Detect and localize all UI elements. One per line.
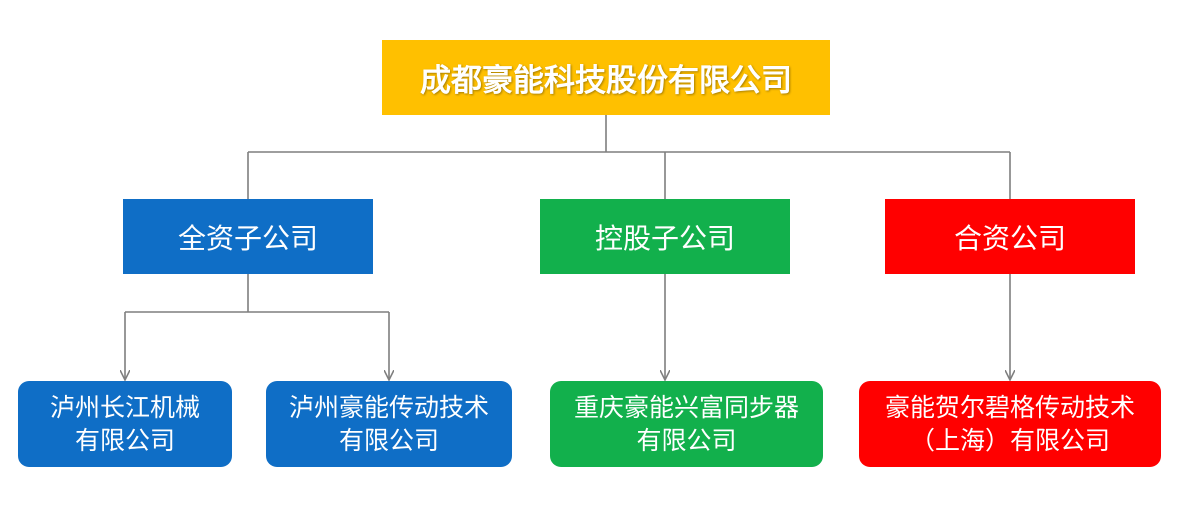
subsidiary-luzhou-haoneng-box: 泸州豪能传动技术 有限公司 (266, 381, 512, 467)
category-joint-venture-box: 合资公司 (885, 199, 1135, 274)
subsidiary-name-line2: 有限公司 (636, 426, 737, 455)
subsidiary-name-line2: 有限公司 (338, 426, 439, 455)
subsidiary-name-line1: 泸州豪能传动技术 (288, 392, 489, 422)
subsidiary-name-line1: 豪能贺尔碧格传动技术 (884, 392, 1135, 422)
category-joint-venture-label: 合资公司 (953, 221, 1066, 255)
subsidiary-chongqing-box: 重庆豪能兴富同步器 有限公司 (550, 381, 823, 467)
subsidiary-name-line2: 有限公司 (74, 426, 175, 455)
category-holding-label: 控股子公司 (594, 221, 735, 255)
subsidiary-name-line2: （上海）有限公司 (909, 426, 1110, 455)
root-company-box: 成都豪能科技股份有限公司 (382, 40, 830, 115)
subsidiary-shanghai-box: 豪能贺尔碧格传动技术 （上海）有限公司 (859, 381, 1161, 467)
subsidiary-name-line1: 重庆豪能兴富同步器 (573, 392, 799, 422)
root-company-label: 成都豪能科技股份有限公司 (420, 63, 792, 99)
category-wholly-owned-label: 全资子公司 (177, 221, 318, 255)
category-wholly-owned-box: 全资子公司 (123, 199, 373, 274)
subsidiary-name-line1: 泸州长江机械 (49, 392, 200, 422)
subsidiary-luzhou-changjiang-box: 泸州长江机械 有限公司 (18, 381, 232, 467)
category-holding-box: 控股子公司 (540, 199, 790, 274)
